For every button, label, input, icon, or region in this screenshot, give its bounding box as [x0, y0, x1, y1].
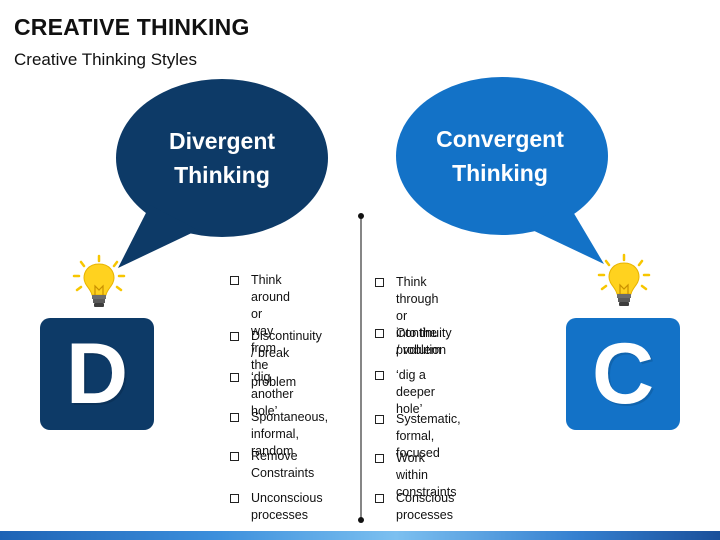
center-divider — [358, 213, 364, 523]
convergent-label-line2: Thinking — [452, 160, 548, 186]
convergent-label-line1: Convergent — [436, 126, 564, 152]
checkbox-bullet-icon — [230, 373, 239, 382]
checkbox-bullet-icon — [375, 494, 384, 503]
list-item-text: Systematic, formal,focused — [396, 412, 461, 460]
checkbox-bullet-icon — [375, 371, 384, 380]
page-subtitle: Creative Thinking Styles — [14, 50, 197, 69]
list-item-text: Discontinuity/ break — [251, 329, 322, 360]
checkbox-bullet-icon — [230, 413, 239, 422]
list-item: Spontaneous,informal, random — [230, 409, 328, 460]
divergent-label-line1: Divergent — [168, 128, 276, 154]
convergent-bubble-label: Convergent Thinking — [390, 122, 610, 190]
checkbox-bullet-icon — [375, 454, 384, 463]
convergent-letter: C — [591, 325, 655, 422]
checkbox-bullet-icon — [375, 329, 384, 338]
divergent-letter-box: D — [40, 318, 154, 430]
checkbox-bullet-icon — [230, 452, 239, 461]
checkbox-bullet-icon — [375, 278, 384, 287]
list-item: Discontinuity/ break — [230, 328, 322, 362]
list-item-text: Continuity/ volution — [396, 326, 452, 357]
list-item-text: Spontaneous,informal, random — [251, 410, 329, 458]
lightbulb-icon — [72, 254, 126, 307]
divergent-bubble-label: Divergent Thinking — [112, 124, 332, 192]
divergent-letter: D — [65, 325, 129, 422]
list-item: Continuity/ volution — [375, 325, 452, 359]
checkbox-bullet-icon — [230, 494, 239, 503]
divergent-bubble — [116, 79, 328, 268]
checkbox-bullet-icon — [230, 332, 239, 341]
convergent-letter-box: C — [566, 318, 680, 430]
divergent-label-line2: Thinking — [174, 162, 270, 188]
lightbulb-icon — [597, 253, 651, 306]
convergent-bubble — [396, 77, 608, 264]
bottom-accent-bar — [0, 531, 720, 540]
list-item: Systematic, formal,focused — [375, 411, 461, 462]
page-title: CREATIVE THINKING — [14, 14, 250, 40]
checkbox-bullet-icon — [230, 276, 239, 285]
checkbox-bullet-icon — [375, 415, 384, 424]
